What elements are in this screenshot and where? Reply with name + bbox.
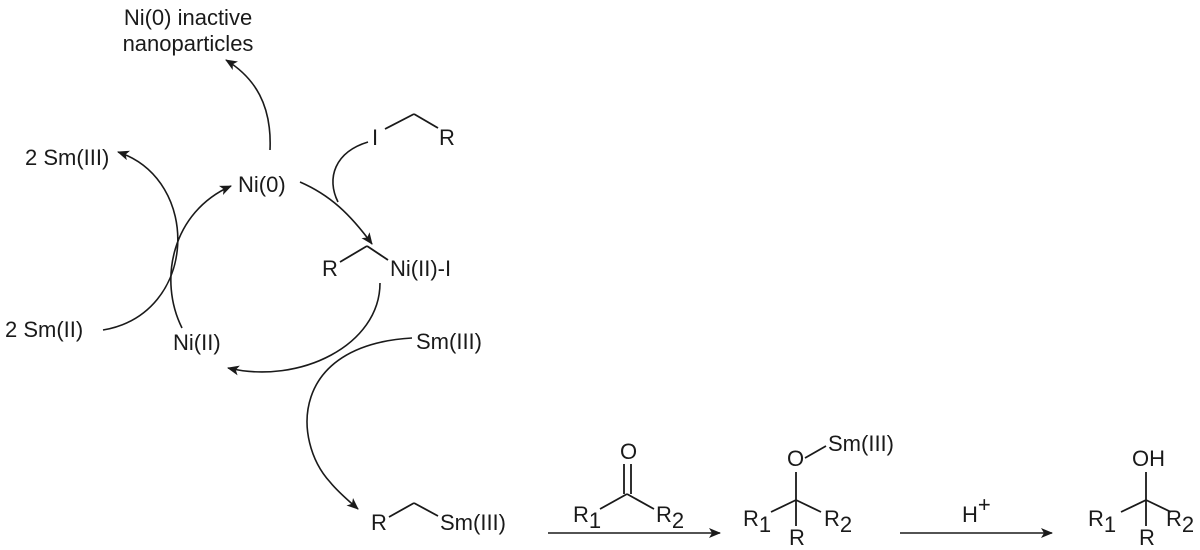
ni0-inactive-label-line2: nanoparticles — [123, 31, 254, 56]
arrow-alkyl-nickel-to-ni-ii — [227, 282, 381, 376]
alkoxide-metal: Sm(III) — [828, 431, 894, 456]
alkoxide-r: R — [789, 525, 805, 550]
arrow-ni-ii-to-ni0 — [170, 185, 232, 329]
alcohol-r1: R1 — [1088, 506, 1116, 537]
arrow-ni0-to-alkyl-nickel — [299, 181, 373, 245]
tertiary-alcohol-structure: OH R1 R2 R — [1088, 446, 1194, 550]
two-sm-ii-label: 2 Sm(II) — [5, 317, 83, 342]
organosamarium-bond-2 — [413, 502, 439, 517]
ketone-oxygen: O — [620, 439, 637, 464]
alkoxide-bond-r2 — [795, 499, 822, 513]
ni0-label: Ni(0) — [238, 172, 286, 197]
alkyl-nickel-bond-2 — [366, 245, 389, 261]
alcohol-bond-r2 — [1145, 499, 1172, 513]
ni-ii-label: Ni(II) — [173, 330, 221, 355]
alkoxide-oxygen: O — [787, 446, 804, 471]
alkoxide-bond-r1 — [770, 499, 797, 513]
alkoxide-r1: R1 — [743, 506, 771, 537]
ketone-r1: R1 — [573, 502, 601, 533]
alcohol-oh: OH — [1132, 446, 1165, 471]
organosamarium-bond-1 — [388, 502, 415, 518]
organosamarium-sm: Sm(III) — [440, 510, 506, 535]
ketone-structure: O R1 R2 — [573, 439, 684, 533]
alkyl-nickel-bond-1 — [339, 245, 368, 263]
alkyl-iodide-i: I — [372, 125, 378, 150]
alkyl-nickel-r: R — [322, 256, 338, 281]
alcohol-bond-r1 — [1120, 499, 1147, 513]
alcohol-r: R — [1139, 525, 1155, 550]
alkoxide-o-sm-bond — [804, 445, 827, 459]
alkoxide-r2: R2 — [824, 506, 852, 537]
ketone-bond-r2 — [626, 493, 655, 510]
organosamarium-r: R — [371, 510, 387, 535]
alkyl-iodide-bond-1 — [384, 113, 415, 130]
ketone-r2: R2 — [656, 502, 684, 533]
two-sm-iii-label: 2 Sm(III) — [25, 145, 109, 170]
alkyl-iodide-bond-2 — [413, 113, 439, 129]
alkyl-nickel-label: Ni(II)-I — [390, 256, 451, 281]
ni0-inactive-label-line1: Ni(0) inactive — [124, 5, 252, 30]
arrow-ni0-to-inactive-nanoparticles — [225, 59, 271, 151]
sm-iii-reagent-label: Sm(III) — [416, 329, 482, 354]
ketone-bond-r1 — [599, 493, 628, 510]
samarium-alkoxide-structure: O Sm(III) R1 R2 R — [743, 431, 894, 550]
alcohol-r2: R2 — [1166, 506, 1194, 537]
arrow-sm-iii-to-organosamarium — [306, 337, 413, 510]
arrow-alkyl-iodide-into-cycle — [332, 141, 369, 203]
acid-reagent: H+ — [962, 492, 991, 527]
alkyl-iodide-r: R — [439, 125, 455, 150]
arrow-sm-ii-to-sm-iii — [102, 150, 179, 331]
